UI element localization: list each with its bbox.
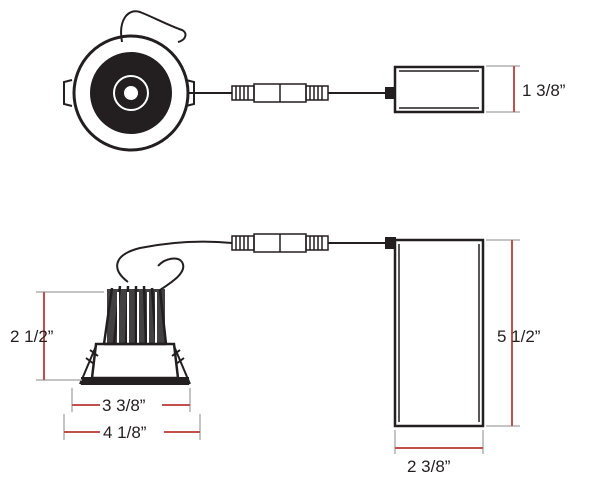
- top-connector-left-rib-lines: [235, 86, 249, 100]
- dim-label-fixture-height: 2 1/2”: [10, 327, 54, 346]
- side-connector-right-rib-lines: [309, 236, 323, 250]
- top-left-clip: [63, 79, 73, 107]
- dim-label-cutout-diameter: 3 3/8”: [102, 396, 146, 415]
- side-wire-arc: [116, 240, 233, 283]
- side-housing: [90, 342, 180, 380]
- dim-label-driver-height-side: 5 1/2”: [497, 327, 541, 346]
- side-view: [79, 233, 485, 428]
- dim-fixture-height: [36, 291, 104, 381]
- top-driver-box: [393, 65, 485, 114]
- side-strain-relief: [385, 237, 396, 249]
- side-connector-left-rib-lines: [235, 236, 249, 250]
- top-connector-right-rib-lines: [309, 86, 323, 100]
- side-heatsink-gaps: [117, 292, 157, 344]
- top-lens: [122, 84, 140, 102]
- dim-driver-height-side: [486, 239, 520, 427]
- dim-driver-width: [394, 430, 484, 454]
- side-trim-flange: [81, 377, 189, 385]
- dim-trim-diameter: [63, 414, 201, 440]
- top-strain-relief: [385, 87, 396, 99]
- side-driver-box: [393, 238, 485, 428]
- dim-cutout-diameter: [71, 388, 191, 412]
- top-wire-loop: [120, 10, 187, 43]
- dim-driver-height-top: [486, 65, 520, 113]
- side-wire-loop: [157, 257, 185, 291]
- top-view: [63, 10, 485, 152]
- dim-label-driver-width: 2 3/8”: [407, 457, 451, 476]
- dim-label-driver-height-top: 1 3/8”: [522, 81, 566, 100]
- dim-label-trim-diameter: 4 1/8”: [103, 423, 147, 442]
